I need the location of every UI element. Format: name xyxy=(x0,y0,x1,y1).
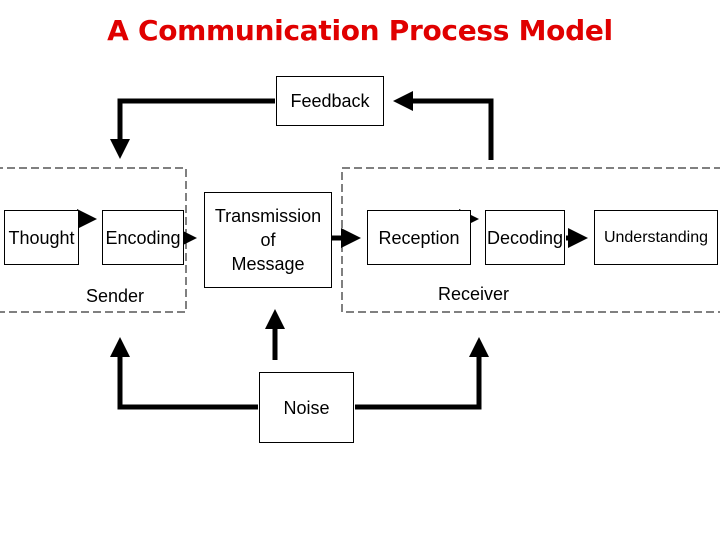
noise-box: Noise xyxy=(259,372,354,443)
noise-to-receiver-arrow xyxy=(355,337,489,410)
thought-box: Thought xyxy=(4,210,79,265)
feedback-to-sender-arrow xyxy=(110,98,275,159)
sender-label: Sender xyxy=(86,286,145,306)
transmission-box: Transmission of Message xyxy=(204,192,332,288)
feedback-box: Feedback xyxy=(276,76,384,126)
receiver-label: Receiver xyxy=(438,284,510,304)
understanding-box: Understanding xyxy=(594,210,718,265)
decoding-box: Decoding xyxy=(485,210,565,265)
receiver-to-feedback-arrow xyxy=(393,91,494,160)
reception-box: Reception xyxy=(367,210,471,265)
noise-to-sender-arrow xyxy=(110,337,258,410)
diagram-title: A Communication Process Model xyxy=(107,14,613,47)
encoding-box: Encoding xyxy=(102,210,184,265)
